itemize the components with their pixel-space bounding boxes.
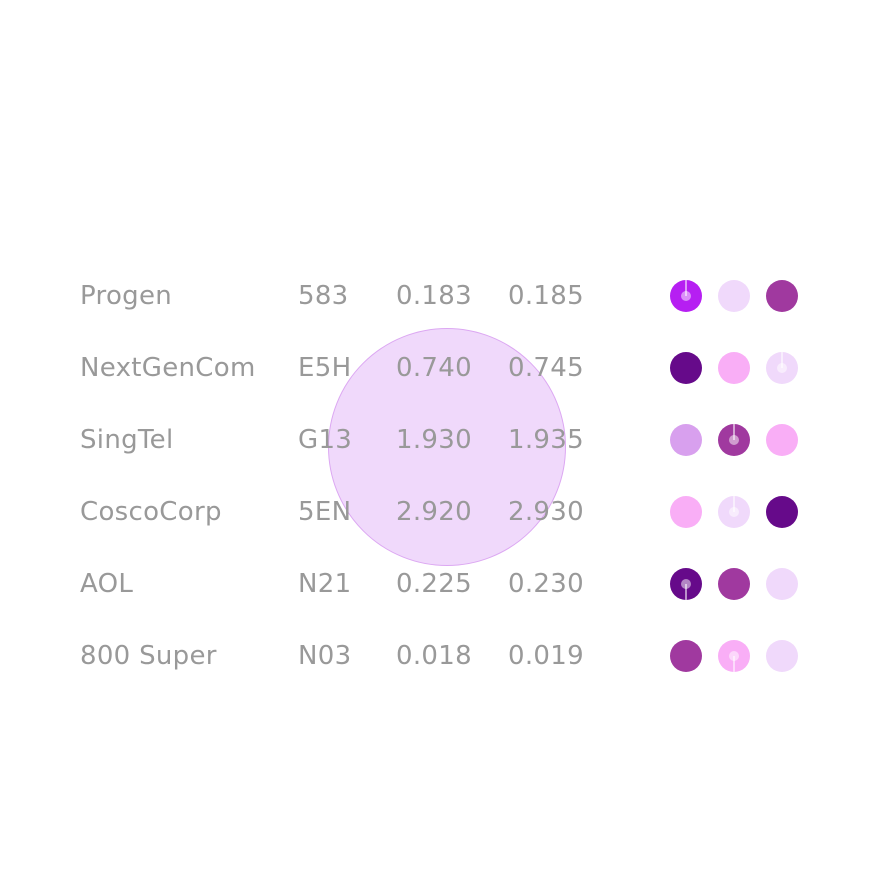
company-name: AOL: [80, 569, 134, 599]
ticker-code: E5H: [298, 353, 352, 383]
value-1: 0.225: [396, 569, 472, 599]
status-dot-icon: [670, 496, 702, 528]
value-1: 0.018: [396, 641, 472, 671]
table-row: SingTel G13 1.930 1.935: [0, 420, 894, 460]
table-row: NextGenCom E5H 0.740 0.745: [0, 348, 894, 388]
status-dot-icon: [718, 496, 750, 528]
ticker-code: N21: [298, 569, 352, 599]
status-dot-icon: [766, 352, 798, 384]
indicator-tick-icon: [685, 280, 687, 296]
table-row: CoscoCorp 5EN 2.920 2.930: [0, 492, 894, 532]
value-2: 1.935: [508, 425, 584, 455]
company-name: NextGenCom: [80, 353, 256, 383]
status-dot-icon: [766, 496, 798, 528]
status-dot-icon: [670, 280, 702, 312]
status-dot-icon: [766, 640, 798, 672]
value-2: 0.230: [508, 569, 584, 599]
status-dot-icon: [766, 280, 798, 312]
status-dot-icon: [670, 568, 702, 600]
indicator-knob-icon: [729, 435, 739, 445]
highlight-circle: [328, 328, 566, 566]
company-name: CoscoCorp: [80, 497, 222, 527]
table-row: AOL N21 0.225 0.230: [0, 564, 894, 604]
status-dot-icon: [718, 640, 750, 672]
value-2: 0.185: [508, 281, 584, 311]
ticker-code: G13: [298, 425, 353, 455]
status-dot-icon: [718, 352, 750, 384]
indicator-knob-icon: [681, 291, 691, 301]
indicator-tick-icon: [781, 352, 783, 368]
status-dot-icon: [670, 640, 702, 672]
status-dot-icon: [766, 424, 798, 456]
company-name: 800 Super: [80, 641, 217, 671]
value-1: 2.920: [396, 497, 472, 527]
value-2: 0.019: [508, 641, 584, 671]
ticker-code: N03: [298, 641, 352, 671]
value-2: 2.930: [508, 497, 584, 527]
indicator-tick-icon: [733, 424, 735, 440]
indicator-knob-icon: [729, 651, 739, 661]
status-dot-icon: [718, 568, 750, 600]
status-dot-icon: [766, 568, 798, 600]
ticker-code: 5EN: [298, 497, 352, 527]
status-dot-icon: [670, 424, 702, 456]
indicator-knob-icon: [777, 363, 787, 373]
company-name: Progen: [80, 281, 173, 311]
value-1: 1.930: [396, 425, 472, 455]
indicator-tick-icon: [733, 496, 735, 512]
status-dot-icon: [718, 424, 750, 456]
value-1: 0.740: [396, 353, 472, 383]
status-dot-icon: [718, 280, 750, 312]
table-row: 800 Super N03 0.018 0.019: [0, 636, 894, 676]
indicator-knob-icon: [729, 507, 739, 517]
indicator-tick-icon: [685, 584, 687, 600]
ticker-code: 583: [298, 281, 349, 311]
indicator-tick-icon: [733, 656, 735, 672]
value-1: 0.183: [396, 281, 472, 311]
value-2: 0.745: [508, 353, 584, 383]
table-row: Progen 583 0.183 0.185: [0, 276, 894, 316]
company-name: SingTel: [80, 425, 174, 455]
status-dot-icon: [670, 352, 702, 384]
indicator-knob-icon: [681, 579, 691, 589]
